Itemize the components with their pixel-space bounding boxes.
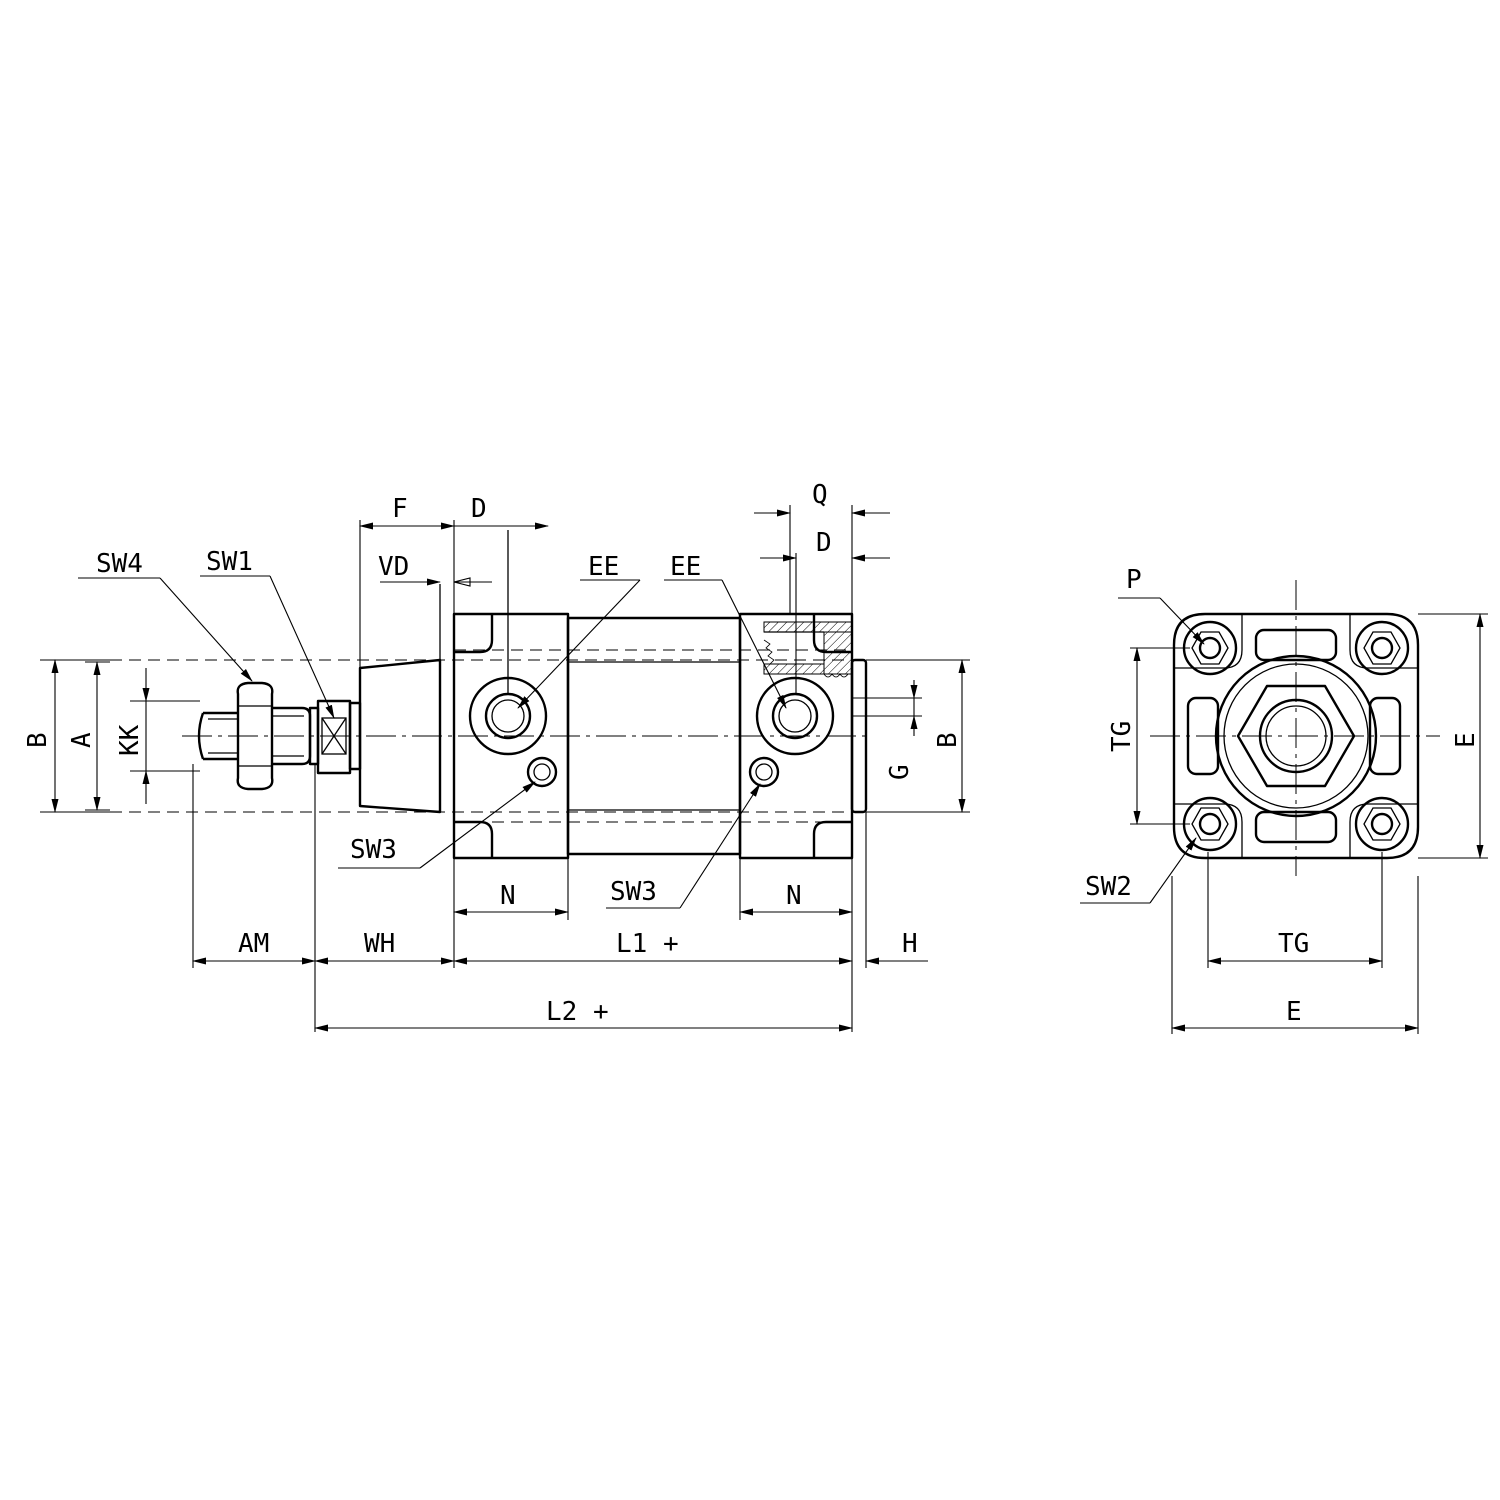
label-l2: L2 + xyxy=(546,997,609,1027)
wrench-flats-sw1 xyxy=(316,699,362,775)
end-view xyxy=(1080,580,1488,1034)
label-g: G xyxy=(885,764,915,780)
rod-nut-hex xyxy=(1236,684,1356,788)
label-ee-left: EE xyxy=(588,552,619,582)
side-extension-lines xyxy=(40,505,970,1032)
label-n-left: N xyxy=(500,881,516,911)
label-b-left: B xyxy=(23,732,53,748)
lock-nut-sw4 xyxy=(236,681,274,791)
tie-rod-nut-bottom-right xyxy=(1354,796,1410,852)
label-q: Q xyxy=(812,480,828,510)
label-h: H xyxy=(902,929,918,959)
label-kk: KK xyxy=(115,724,145,756)
end-dimension-lines xyxy=(1133,613,1484,1032)
label-sw3-right: SW3 xyxy=(610,877,657,907)
label-b-right: B xyxy=(933,732,963,748)
label-tg-horizontal: TG xyxy=(1278,929,1309,959)
end-leader-lines xyxy=(1080,597,1205,904)
tie-rod-nut-bottom-left xyxy=(1182,796,1238,852)
end-boss-outer xyxy=(1214,654,1378,818)
label-sw4: SW4 xyxy=(96,549,143,579)
dimension-labels: SW4 SW1 F D VD EE EE Q D B A KK B G SW3 … xyxy=(23,480,1481,1027)
slot-top xyxy=(1254,628,1338,662)
side-view xyxy=(40,505,970,1032)
rear-port-section xyxy=(763,621,853,678)
tie-rod-nut-top-right xyxy=(1354,620,1410,676)
label-e-vertical: E xyxy=(1451,732,1481,748)
side-dimension-lines xyxy=(51,509,966,1032)
piston-rod-thread xyxy=(197,711,238,761)
label-wh: WH xyxy=(364,929,395,959)
front-port-ee xyxy=(468,530,548,756)
label-ee-right: EE xyxy=(670,552,701,582)
label-n-right: N xyxy=(786,881,802,911)
label-p: P xyxy=(1126,565,1142,595)
rear-port-ee xyxy=(755,676,835,756)
label-e-horizontal: E xyxy=(1286,997,1302,1027)
end-cover-outline xyxy=(1172,612,1420,860)
front-cushion-screw-sw3 xyxy=(526,756,558,788)
label-sw1: SW1 xyxy=(206,547,253,577)
slot-left xyxy=(1186,696,1220,776)
tie-rod-nut-top-left xyxy=(1182,620,1238,676)
rod-bore xyxy=(1258,698,1334,774)
label-d-top: D xyxy=(471,494,487,524)
slot-bottom xyxy=(1254,810,1338,844)
rear-cushion-screw-sw3 xyxy=(748,756,780,788)
label-am: AM xyxy=(238,929,269,959)
side-leader-lines xyxy=(78,575,787,909)
label-f: F xyxy=(392,494,408,524)
label-sw2: SW2 xyxy=(1085,872,1132,902)
label-d-right: D xyxy=(816,528,832,558)
label-vd: VD xyxy=(378,552,409,582)
label-a: A xyxy=(67,732,97,748)
end-extension-lines xyxy=(1130,613,1488,1034)
label-sw3-left: SW3 xyxy=(350,835,397,865)
label-tg-vertical: TG xyxy=(1107,721,1137,752)
label-l1: L1 + xyxy=(616,929,679,959)
slot-right xyxy=(1368,696,1402,776)
